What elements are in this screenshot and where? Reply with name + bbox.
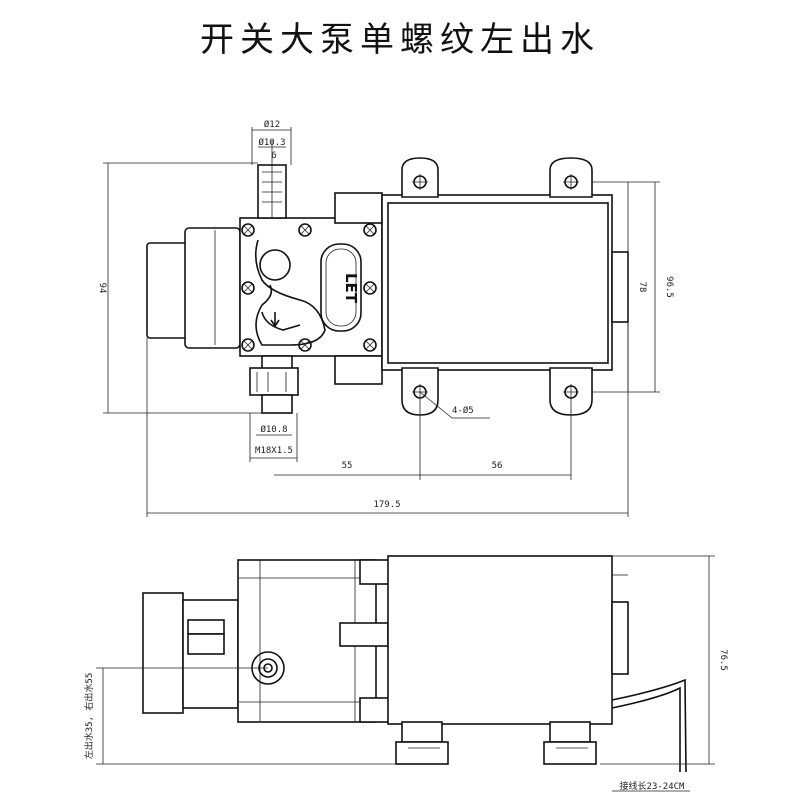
dim-inner-dia-bottom: Ø10.8 xyxy=(260,424,287,435)
dim-six: 6 xyxy=(271,151,276,161)
dim-height-left: 94 xyxy=(97,283,107,294)
dim-overall-length: 179.5 xyxy=(373,500,400,510)
dim-overall-height: 96.5 xyxy=(664,276,674,298)
dim-outlet-label: 左出水35, 右出水55 xyxy=(83,673,95,760)
dim-span-a: 55 xyxy=(342,461,353,471)
screw-icon xyxy=(241,223,377,352)
dim-motor-height: 78 xyxy=(637,282,647,293)
dim-side-height: 76.5 xyxy=(718,649,728,671)
dim-wire-length: 接线长23-24CM xyxy=(620,780,686,792)
brand-label: LET xyxy=(342,273,360,304)
dim-thread: M18X1.5 xyxy=(255,446,293,456)
side-view: 76.5 左出水35, 右出水55 接线长23-24CM xyxy=(83,555,728,792)
top-view: LET xyxy=(97,119,674,517)
dim-inner-dia-top: Ø10.3 xyxy=(258,137,285,148)
dim-holes: 4-Ø5 xyxy=(452,405,474,416)
drawing-title: 开关大泵单螺纹左出水 xyxy=(200,20,600,60)
dim-outer-dia: Ø12 xyxy=(264,119,280,130)
flow-arrow-icon xyxy=(270,312,280,328)
dim-span-b: 56 xyxy=(492,461,503,471)
